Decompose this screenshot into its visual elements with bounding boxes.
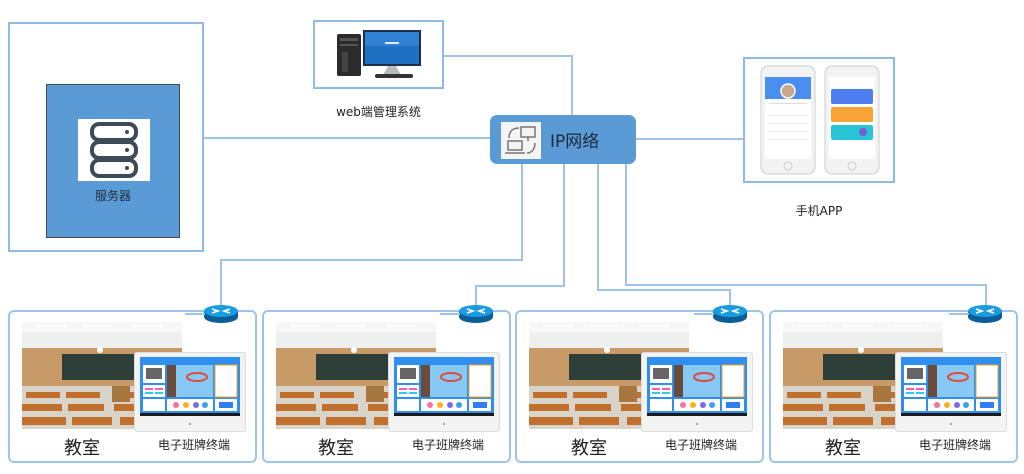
connector-network-room4-v2 — [985, 284, 987, 305]
ip-network-node[interactable]: IP网络 — [490, 115, 636, 164]
connector-network-room2-v2 — [475, 285, 477, 305]
classroom-label: 教室 — [571, 438, 607, 459]
classroom-label: 教室 — [64, 438, 100, 459]
classroom-block-2[interactable]: 教室 电子班牌终端 — [262, 310, 511, 463]
class-board-terminal — [895, 352, 1007, 432]
connector-network-room4-v — [625, 164, 627, 286]
web-system-label: web端管理系统 — [336, 105, 421, 119]
network-exchange-icon — [501, 122, 541, 159]
connector-web-network — [443, 55, 573, 57]
class-board-terminal — [388, 352, 500, 432]
connector-network-room3-v — [597, 164, 599, 291]
connector-network-room3-v2 — [729, 289, 731, 305]
connector-network-room1-v — [521, 164, 523, 261]
connector-network-room1-v2 — [220, 259, 222, 305]
router-icon — [712, 304, 748, 324]
classroom-block-4[interactable]: 教室 电子班牌终端 — [769, 310, 1018, 463]
connector-network-room2-h — [475, 285, 565, 287]
connector-network-room4-h — [625, 284, 987, 286]
router-tail — [949, 313, 969, 315]
web-system-node[interactable] — [313, 20, 444, 89]
classroom-block-3[interactable]: 教室 电子班牌终端 — [515, 310, 764, 463]
connector-network-room3-h — [597, 289, 731, 291]
terminal-label: 电子班牌终端 — [665, 438, 738, 452]
connector-web-network-vertical — [571, 55, 573, 115]
terminal-label: 电子班牌终端 — [158, 438, 231, 452]
server-container: 服务器 — [8, 22, 204, 252]
classroom-block-1[interactable]: 教室 电子班牌终端 — [8, 310, 257, 463]
connector-network-room2-v — [563, 164, 565, 287]
router-tail — [694, 313, 714, 315]
connector-server-network — [203, 137, 490, 139]
router-icon — [203, 304, 239, 324]
terminal-label: 电子班牌终端 — [919, 438, 992, 452]
classroom-label: 教室 — [825, 438, 861, 459]
mobile-app-node[interactable] — [743, 57, 895, 183]
terminal-label: 电子班牌终端 — [412, 438, 485, 452]
router-icon — [458, 304, 494, 324]
connector-network-room1-h — [220, 259, 523, 261]
server-node[interactable]: 服务器 — [46, 84, 180, 238]
router-tail — [440, 313, 460, 315]
server-label: 服务器 — [94, 189, 131, 203]
desktop-computer-icon — [333, 28, 425, 88]
router-tail — [185, 313, 205, 315]
classroom-label: 教室 — [318, 438, 354, 459]
smartphone-icon — [759, 65, 883, 181]
class-board-terminal — [641, 352, 753, 432]
router-icon — [967, 304, 1003, 324]
mobile-app-label: 手机APP — [795, 204, 843, 218]
class-board-terminal — [134, 352, 246, 432]
server-icon — [78, 119, 150, 181]
ip-network-label: IP网络 — [550, 132, 600, 152]
connector-network-app — [636, 138, 744, 140]
